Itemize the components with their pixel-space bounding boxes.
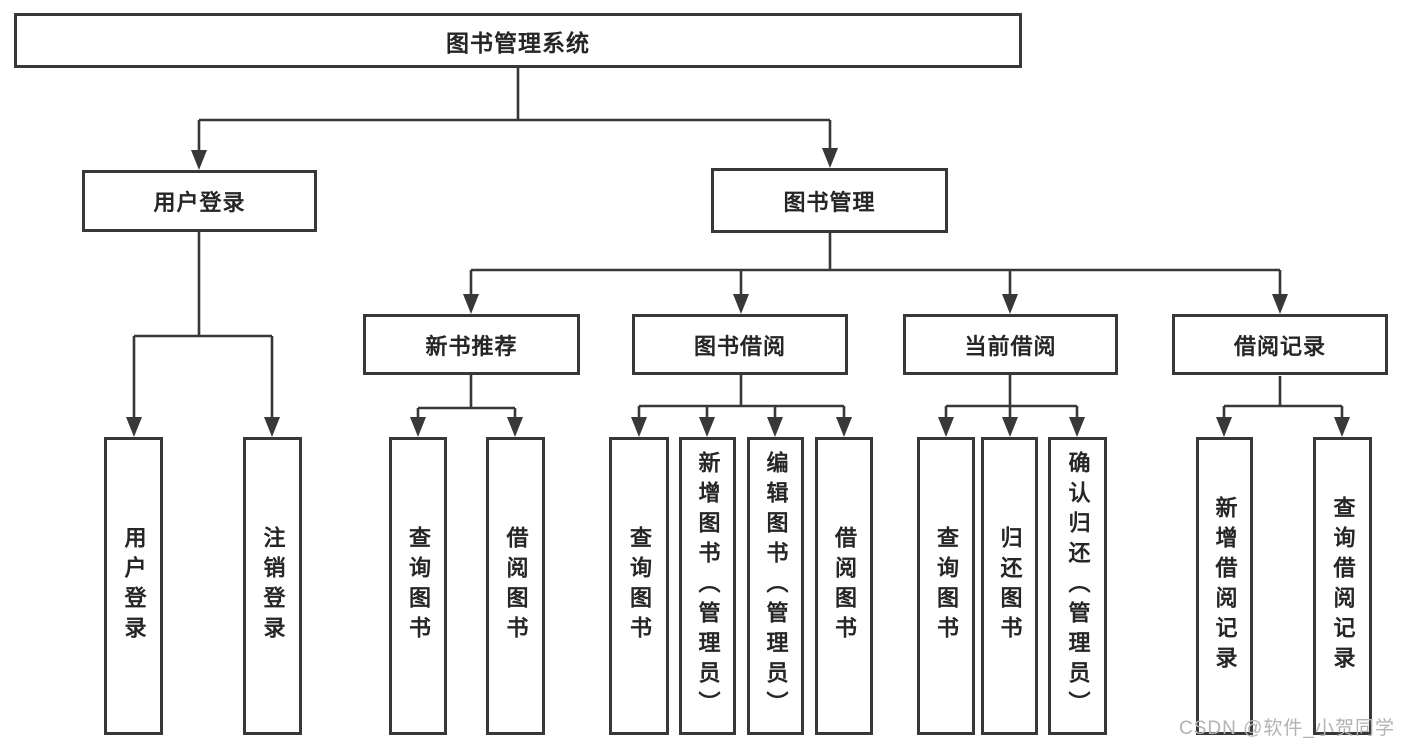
- connector-borrowing-records: [1222, 376, 1344, 420]
- node-label: 新增借阅记录: [1212, 496, 1238, 676]
- node-query-books-borrowing: 查询图书: [609, 437, 669, 735]
- node-new-book-recommend: 新书推荐: [363, 314, 580, 375]
- node-label: 新增图书（管理员）: [695, 451, 721, 721]
- node-label: 编辑图书（管理员）: [763, 451, 789, 721]
- node-book-management: 图书管理: [711, 168, 948, 233]
- connector-current-borrowing: [944, 375, 1079, 420]
- node-return-book: 归还图书: [981, 437, 1038, 735]
- node-query-books-current: 查询图书: [917, 437, 975, 735]
- node-book-borrowing: 图书借阅: [632, 314, 848, 375]
- csdn-watermark: CSDN @软件_小贺同学: [1179, 718, 1395, 739]
- node-logout: 注销登录: [243, 437, 302, 735]
- connector-root: [197, 68, 832, 152]
- node-query-books-recommend: 查询图书: [389, 437, 447, 735]
- node-label: 查询借阅记录: [1330, 496, 1356, 676]
- node-label: 用户登录: [153, 190, 246, 215]
- node-label: 查询图书: [934, 526, 959, 646]
- connector-user-login: [132, 232, 274, 419]
- node-edit-book-admin: 编辑图书（管理员）: [747, 437, 804, 735]
- connector-book-management: [469, 233, 1282, 297]
- node-current-borrowing: 当前借阅: [903, 314, 1118, 375]
- node-label: 确认归还（管理员）: [1065, 451, 1091, 721]
- node-label: 归还图书: [997, 526, 1023, 646]
- node-label: 图书管理系统: [446, 29, 590, 56]
- node-confirm-return-admin: 确认归还（管理员）: [1048, 437, 1107, 735]
- node-label: 注销登录: [260, 526, 286, 646]
- node-user-login-leaf: 用户登录: [104, 437, 163, 735]
- node-label: 图书借阅: [693, 333, 786, 359]
- node-query-borrow-record: 查询借阅记录: [1313, 437, 1372, 735]
- node-label: 新书推荐: [425, 333, 518, 359]
- node-label: 当前借阅: [964, 333, 1057, 359]
- node-label: 图书管理: [783, 189, 876, 215]
- node-user-login: 用户登录: [82, 170, 317, 232]
- node-label: 借阅图书: [503, 526, 529, 646]
- node-borrowing-records: 借阅记录: [1172, 314, 1388, 375]
- node-library-system: 图书管理系统: [14, 13, 1022, 68]
- node-label: 查询图书: [406, 526, 431, 646]
- node-add-borrow-record: 新增借阅记录: [1196, 437, 1253, 735]
- node-label: 借阅记录: [1233, 333, 1326, 359]
- node-label: 查询图书: [627, 526, 652, 646]
- node-add-book-admin: 新增图书（管理员）: [679, 437, 736, 735]
- node-label: 借阅图书: [832, 526, 857, 646]
- node-borrow-books-recommend: 借阅图书: [486, 437, 545, 735]
- node-borrow-books-leaf: 借阅图书: [815, 437, 873, 735]
- connector-new-book-recommend: [416, 375, 517, 420]
- connector-book-borrowing: [637, 375, 846, 420]
- arrowheads: [126, 148, 1350, 437]
- node-label: 用户登录: [121, 526, 147, 646]
